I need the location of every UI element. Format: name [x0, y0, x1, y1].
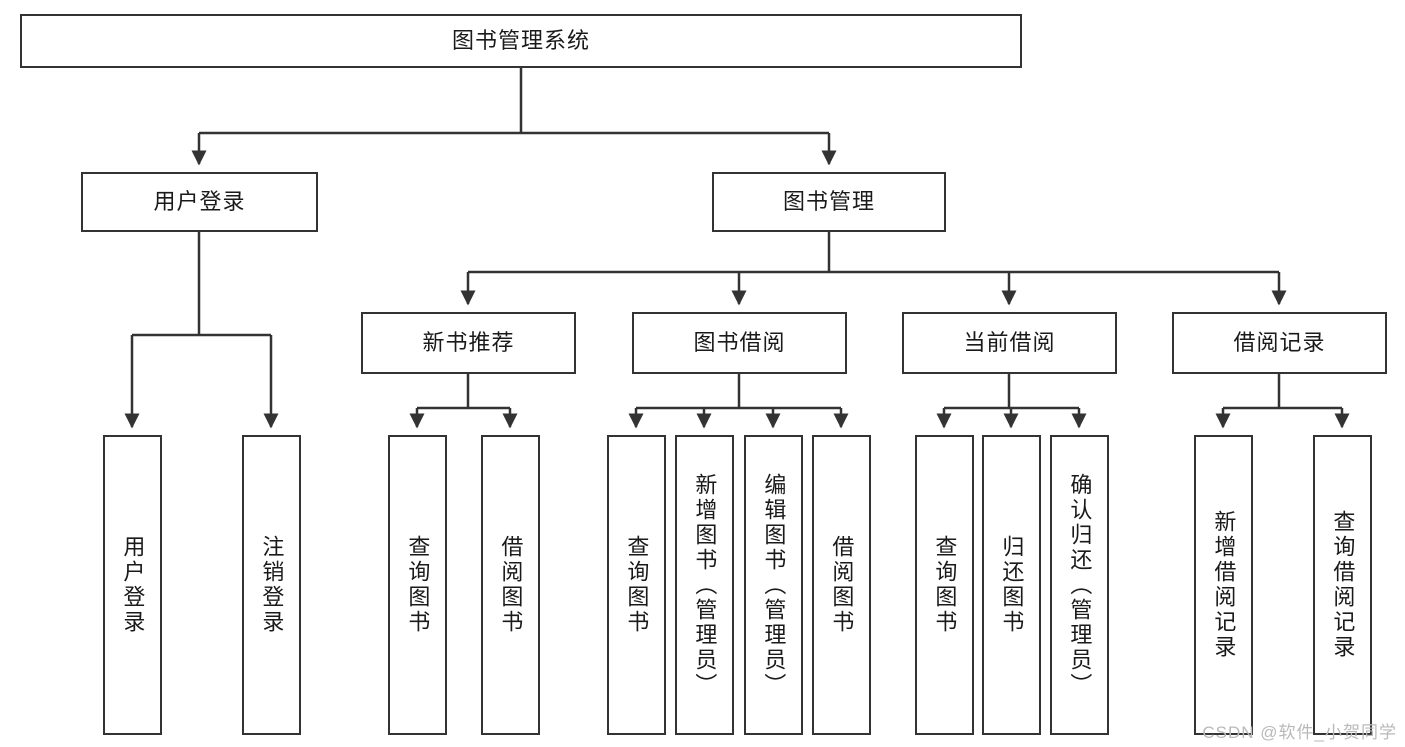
leaf-label: 借阅图书 [498, 535, 524, 635]
leaf-new-book-rec-1[interactable]: 查询图书 [388, 435, 447, 735]
node-user-login[interactable]: 用户登录 [81, 172, 318, 232]
leaf-label: 用户登录 [120, 535, 146, 635]
node-new-book-rec[interactable]: 新书推荐 [361, 312, 576, 374]
leaf-label: 查询图书 [624, 535, 650, 635]
node-book-borrow-label: 图书借阅 [693, 329, 786, 355]
node-borrow-record-label: 借阅记录 [1233, 329, 1326, 355]
leaf-label: 查询图书 [932, 535, 958, 635]
node-new-book-rec-label: 新书推荐 [422, 329, 515, 355]
leaf-book-borrow-4[interactable]: 借阅图书 [812, 435, 871, 735]
leaf-label: 确认归还（管理员） [1067, 472, 1093, 698]
leaf-label: 新增借阅记录 [1211, 510, 1237, 660]
leaf-book-borrow-3[interactable]: 编辑图书（管理员） [744, 435, 803, 735]
leaf-book-borrow-1[interactable]: 查询图书 [607, 435, 666, 735]
leaf-borrow-record-1[interactable]: 新增借阅记录 [1194, 435, 1253, 735]
leaf-new-book-rec-2[interactable]: 借阅图书 [481, 435, 540, 735]
leaf-label: 注销登录 [259, 535, 285, 635]
node-book-borrow[interactable]: 图书借阅 [632, 312, 847, 374]
node-current-borrow-label: 当前借阅 [963, 329, 1056, 355]
leaf-borrow-record-2[interactable]: 查询借阅记录 [1313, 435, 1372, 735]
leaf-label: 借阅图书 [829, 535, 855, 635]
leaf-current-borrow-2[interactable]: 归还图书 [982, 435, 1041, 735]
csdn-watermark: CSDN @软件_小贺同学 [1202, 723, 1397, 742]
leaf-user-login-2[interactable]: 注销登录 [242, 435, 301, 735]
leaf-label: 新增图书（管理员） [692, 472, 718, 698]
leaf-user-login-1[interactable]: 用户登录 [103, 435, 162, 735]
leaf-label: 查询借阅记录 [1330, 510, 1356, 660]
node-root[interactable]: 图书管理系统 [20, 14, 1022, 68]
node-book-manage-label: 图书管理 [782, 188, 875, 214]
node-current-borrow[interactable]: 当前借阅 [902, 312, 1117, 374]
leaf-label: 归还图书 [999, 535, 1025, 635]
leaf-label: 编辑图书（管理员） [761, 472, 787, 698]
leaf-current-borrow-1[interactable]: 查询图书 [915, 435, 974, 735]
node-book-manage[interactable]: 图书管理 [712, 172, 946, 232]
leaf-book-borrow-2[interactable]: 新增图书（管理员） [675, 435, 734, 735]
node-user-login-label: 用户登录 [153, 188, 246, 214]
leaf-label: 查询图书 [405, 535, 431, 635]
leaf-current-borrow-3[interactable]: 确认归还（管理员） [1050, 435, 1109, 735]
node-borrow-record[interactable]: 借阅记录 [1172, 312, 1387, 374]
node-root-label: 图书管理系统 [451, 27, 590, 53]
